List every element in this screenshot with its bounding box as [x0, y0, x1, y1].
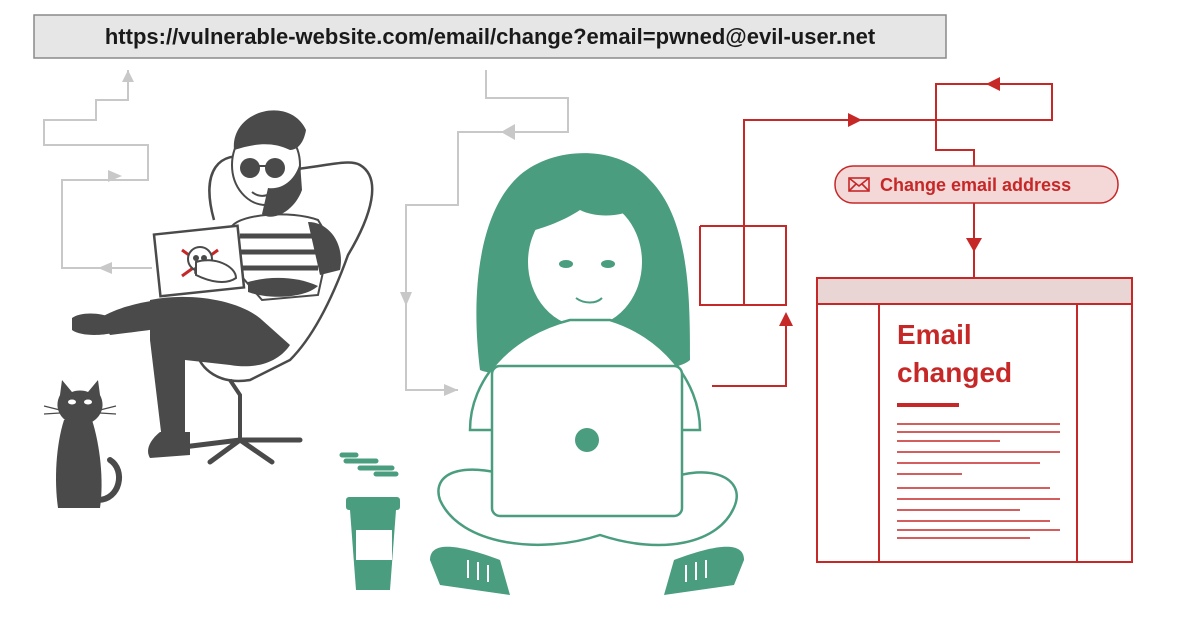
envelope-icon — [848, 177, 870, 192]
forged-request-path — [699, 77, 1053, 387]
change-email-label: Change email address — [834, 165, 1119, 204]
result-page: Email changed — [816, 277, 1133, 563]
delivery-path — [400, 70, 569, 396]
body-text-lines — [897, 423, 1060, 539]
cat-icon — [43, 380, 122, 508]
result-heading-line1: Email — [897, 319, 972, 350]
attacker-path — [43, 70, 152, 274]
url-bar: https://vulnerable-website.com/email/cha… — [33, 14, 947, 59]
change-email-text: Change email address — [880, 175, 1071, 195]
result-heading-line2: changed — [897, 357, 1012, 388]
coffee-cup-icon — [339, 452, 400, 590]
url-text: https://vulnerable-website.com/email/cha… — [105, 24, 876, 49]
attacker-figure — [72, 110, 374, 465]
victim-figure — [430, 153, 744, 595]
